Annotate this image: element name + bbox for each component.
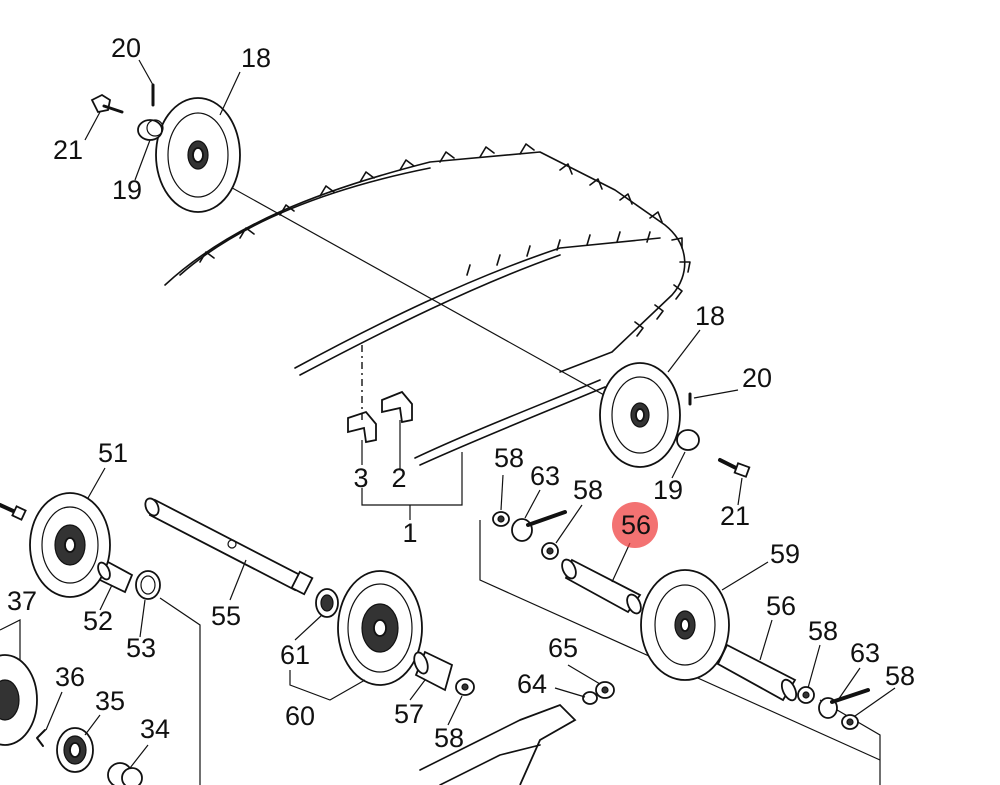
callout-55: 55 bbox=[211, 601, 241, 631]
axle-line-18 bbox=[199, 169, 641, 416]
shaft-55 bbox=[144, 497, 314, 596]
nut-58c bbox=[797, 686, 815, 704]
callout-56-highlighted: 56 bbox=[621, 510, 651, 540]
callout-34: 34 bbox=[140, 714, 170, 744]
bolt-left-edge bbox=[0, 503, 27, 521]
callout-labels: 20 18 21 19 18 20 19 21 3 2 1 58 63 58 5… bbox=[7, 33, 915, 753]
bolt-21-right bbox=[718, 458, 751, 478]
highlight-marker-56 bbox=[612, 502, 658, 548]
nut-58b bbox=[541, 542, 559, 560]
group-line-right-2 bbox=[819, 699, 881, 785]
callout-59: 59 bbox=[770, 539, 800, 569]
nut-58a bbox=[492, 511, 510, 527]
wheel-18-upper bbox=[155, 97, 241, 213]
bearing-53 bbox=[135, 570, 161, 600]
bolt-63a bbox=[511, 510, 567, 542]
wheel-37-partial bbox=[0, 654, 38, 746]
bearing-61 bbox=[315, 588, 339, 618]
track-belt bbox=[164, 143, 691, 466]
callout-18-right: 18 bbox=[695, 301, 725, 331]
callout-60: 60 bbox=[285, 701, 315, 731]
callout-37: 37 bbox=[7, 586, 37, 616]
callout-53: 53 bbox=[126, 633, 156, 663]
callout-19-upper: 19 bbox=[112, 175, 142, 205]
callout-2: 2 bbox=[391, 463, 406, 493]
callout-61: 61 bbox=[280, 640, 310, 670]
callout-56-right: 56 bbox=[766, 591, 796, 621]
bracket-2 bbox=[381, 390, 413, 424]
callout-63-a: 63 bbox=[530, 461, 560, 491]
callout-58-c: 58 bbox=[808, 616, 838, 646]
callout-51: 51 bbox=[98, 438, 128, 468]
nut-58d bbox=[841, 714, 859, 730]
spacer-56-highlighted bbox=[561, 558, 642, 615]
callout-58-d: 58 bbox=[885, 661, 915, 691]
bearing-35 bbox=[56, 727, 94, 773]
group-line-37 bbox=[0, 619, 21, 660]
spacer-57 bbox=[413, 650, 454, 692]
group-bracket-60 bbox=[289, 670, 366, 701]
callout-18-upper: 18 bbox=[241, 43, 271, 73]
callout-36: 36 bbox=[55, 662, 85, 692]
callout-64: 64 bbox=[517, 669, 547, 699]
callout-19-right: 19 bbox=[653, 475, 683, 505]
wheel-60 bbox=[337, 570, 423, 686]
callout-20-upper: 20 bbox=[111, 33, 141, 63]
nut-58e bbox=[455, 678, 475, 696]
callout-65: 65 bbox=[548, 633, 578, 663]
wheel-59 bbox=[640, 569, 730, 681]
bracket-3 bbox=[347, 410, 377, 444]
callout-1: 1 bbox=[402, 518, 417, 548]
group-bracket-1 bbox=[361, 452, 463, 506]
callout-52: 52 bbox=[83, 606, 113, 636]
ring-34 bbox=[107, 762, 143, 785]
callout-58-a: 58 bbox=[494, 443, 524, 473]
callout-58-e: 58 bbox=[434, 723, 464, 753]
lower-frame bbox=[419, 703, 577, 785]
leader-lines bbox=[45, 59, 896, 769]
spacer-52 bbox=[97, 560, 134, 594]
bolt-21-upper bbox=[90, 93, 124, 114]
group-line-right bbox=[479, 520, 881, 761]
callout-3: 3 bbox=[353, 463, 368, 493]
callout-35: 35 bbox=[95, 686, 125, 716]
callout-57: 57 bbox=[394, 699, 424, 729]
callout-63-b: 63 bbox=[850, 638, 880, 668]
callout-21-right: 21 bbox=[720, 501, 750, 531]
collar-19-right bbox=[676, 429, 700, 451]
wheel-51 bbox=[29, 492, 111, 598]
callout-20-right: 20 bbox=[742, 363, 772, 393]
nut-65 bbox=[595, 681, 615, 699]
group-line-left bbox=[159, 597, 201, 785]
bolt-64 bbox=[582, 691, 598, 705]
spacer-56-right bbox=[716, 643, 798, 702]
collar-19-upper bbox=[137, 119, 164, 141]
callout-21-upper: 21 bbox=[53, 135, 83, 165]
wheel-18-right bbox=[599, 362, 681, 468]
clip-36 bbox=[36, 729, 46, 747]
callout-58-b: 58 bbox=[573, 475, 603, 505]
